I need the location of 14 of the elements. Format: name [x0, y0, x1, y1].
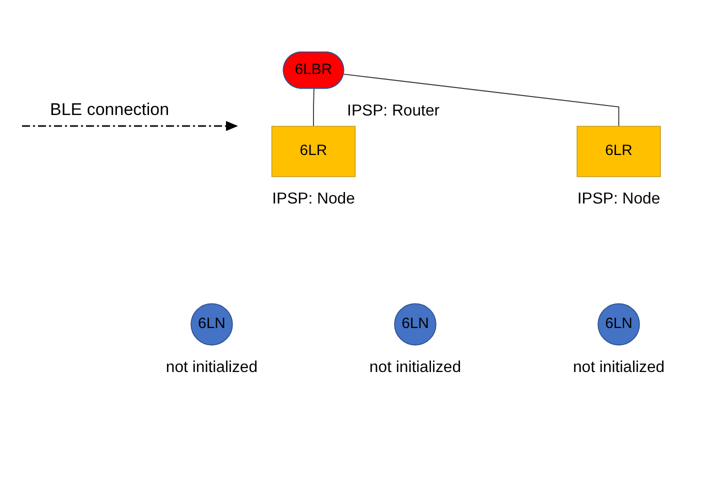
- node-label: IPSP: Router: [347, 101, 440, 120]
- connector: [343, 74, 620, 127]
- legend-text: BLE connection: [50, 100, 170, 120]
- node-circle: 6LN: [394, 303, 436, 346]
- node-label: not initialized: [572, 358, 665, 376]
- node-label: not initialized: [369, 358, 462, 376]
- node-label: IPSP: Node: [272, 190, 355, 208]
- node-circle: 6LN: [598, 303, 640, 346]
- node-label: IPSP: Node: [577, 190, 660, 208]
- node-box: 6LR: [271, 126, 356, 178]
- node-label: not initialized: [166, 358, 258, 376]
- node-circle: 6LN: [190, 303, 233, 346]
- connector: [313, 88, 314, 127]
- node-box: 6LR: [576, 126, 661, 178]
